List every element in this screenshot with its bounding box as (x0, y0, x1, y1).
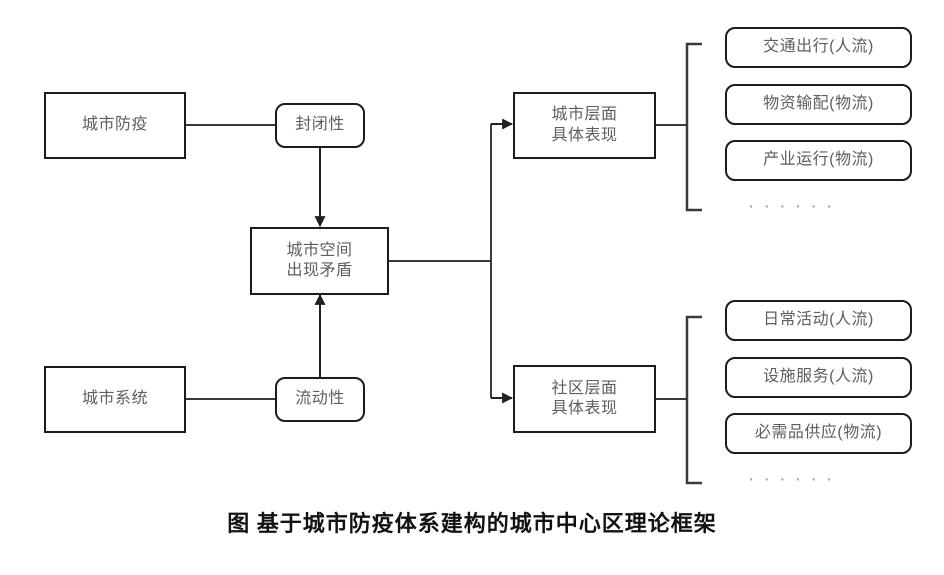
node-attribute-top-label: 封闭性 (295, 116, 345, 134)
node-core-conflict[interactable]: 城市空间 出现矛盾 (250, 227, 389, 295)
node-attribute-top[interactable]: 封闭性 (275, 103, 365, 148)
node-layer-community[interactable]: 社区层面 具体表现 (513, 365, 656, 433)
node-city-item-2-label: 物资输配(物流) (763, 95, 874, 113)
node-core-line1: 城市空间 (286, 241, 353, 259)
node-layer-city-line2: 具体表现 (551, 126, 618, 144)
node-attribute-bottom-label: 流动性 (295, 390, 345, 408)
node-layer-community-line1: 社区层面 (551, 379, 618, 397)
node-community-item-2-label: 设施服务(人流) (763, 368, 874, 386)
figure-caption: 图 基于城市防疫体系建构的城市中心区理论框架 (227, 511, 717, 536)
node-city-item-1-label: 交通出行(人流) (763, 38, 874, 56)
node-city-item-1[interactable]: 交通出行(人流) (725, 27, 912, 68)
node-city-item-3[interactable]: 产业运行(物流) (725, 140, 912, 181)
node-layer-city-line1: 城市层面 (551, 106, 618, 124)
community-level-more-ellipsis: · · · · · · (748, 469, 835, 490)
node-core-line2: 出现矛盾 (286, 262, 353, 279)
bracket-community-level (685, 315, 702, 485)
node-source-bottom-label: 城市系统 (81, 390, 148, 408)
node-city-item-2[interactable]: 物资输配(物流) (725, 84, 912, 125)
node-source-top-label: 城市防疫 (81, 116, 148, 134)
city-level-more-ellipsis: · · · · · · (748, 196, 835, 217)
node-community-item-1-label: 日常活动(人流) (763, 311, 874, 329)
node-layer-city[interactable]: 城市层面 具体表现 (513, 92, 656, 159)
node-community-item-3-label: 必需品供应(物流) (754, 424, 883, 442)
node-community-item-2[interactable]: 设施服务(人流) (725, 357, 912, 398)
node-community-item-3[interactable]: 必需品供应(物流) (725, 413, 912, 454)
node-source-bottom[interactable]: 城市系统 (44, 366, 186, 433)
node-layer-community-line2: 具体表现 (551, 400, 618, 417)
node-city-item-3-label: 产业运行(物流) (763, 151, 874, 169)
node-source-top[interactable]: 城市防疫 (44, 92, 186, 159)
bracket-city-level (685, 42, 702, 212)
node-attribute-bottom[interactable]: 流动性 (275, 377, 365, 422)
node-community-item-1[interactable]: 日常活动(人流) (725, 300, 912, 341)
